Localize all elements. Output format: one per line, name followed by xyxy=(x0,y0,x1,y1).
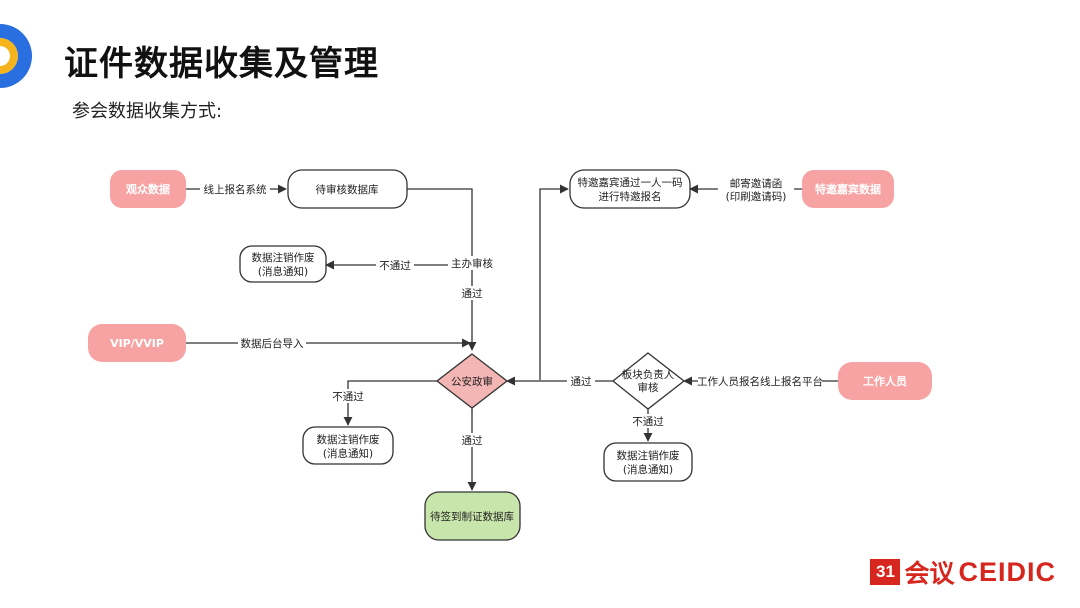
edge-label-backend-import: 数据后台导入 xyxy=(241,337,304,350)
node-audience-label: 观众数据 xyxy=(126,182,170,196)
node-security-review: 公安政审 xyxy=(435,353,509,409)
corner-logo-icon xyxy=(0,24,32,88)
edge-label-reject-1: 不通过 xyxy=(379,259,411,272)
node-void-1-label-1: 数据注销作废 xyxy=(252,251,315,264)
node-invite-label-1: 特邀嘉宾通过一人一码 xyxy=(578,176,683,189)
node-vip: VIP/VVIP xyxy=(88,324,186,362)
node-invite-registration: 特邀嘉宾通过一人一码 进行特邀报名 xyxy=(569,169,691,209)
edge-label-pass-3: 通过 xyxy=(571,375,592,388)
edge-label-reject-2: 不通过 xyxy=(332,390,364,403)
edge-invite-security xyxy=(539,184,569,380)
node-vip-label: VIP/VVIP xyxy=(110,337,164,350)
node-void-2-label-1: 数据注销作废 xyxy=(317,433,380,446)
node-staff-label: 工作人员 xyxy=(863,374,907,388)
node-pending-db-label: 待审核数据库 xyxy=(316,183,379,196)
edge-label-pass-2: 通过 xyxy=(462,434,483,447)
edge-label-staff-reg: 工作人员报名线上报名平台 xyxy=(697,375,823,388)
node-audience: 观众数据 xyxy=(110,170,186,208)
edge-label-online-reg: 线上报名系统 xyxy=(204,183,267,196)
node-staff: 工作人员 xyxy=(838,362,932,400)
node-final-db: 待签到制证数据库 xyxy=(424,491,521,541)
node-void-3-label-1: 数据注销作废 xyxy=(617,449,680,462)
node-void-1: 数据注销作废 (消息通知) xyxy=(239,245,327,283)
brand-logo: 31 会议 CEIDIC xyxy=(870,554,1056,590)
node-void-3: 数据注销作废 (消息通知) xyxy=(603,442,693,482)
page-title: 证件数据收集及管理 xyxy=(64,44,379,84)
edge-label-reject-3: 不通过 xyxy=(632,415,664,428)
edge-label-host-review: 主办审核 xyxy=(451,257,493,270)
node-vip-data: 特邀嘉宾数据 xyxy=(802,170,894,208)
node-module-review: 板块负责人 审核 xyxy=(611,352,686,410)
node-module-label-1: 板块负责人 xyxy=(622,368,675,381)
node-invite-label-2: 进行特邀报名 xyxy=(599,190,662,203)
node-void-1-label-2: (消息通知) xyxy=(258,265,308,278)
node-pending-db: 待审核数据库 xyxy=(287,169,408,209)
node-security-label: 公安政审 xyxy=(451,375,493,388)
brand-en: CEIDIC xyxy=(958,556,1056,587)
edge-label-mail-2: (印刷邀请码) xyxy=(726,190,787,203)
node-final-db-label: 待签到制证数据库 xyxy=(430,510,514,523)
node-void-2: 数据注销作废 (消息通知) xyxy=(302,426,394,465)
edge-label-pass-1: 通过 xyxy=(462,287,483,300)
edge-security-reject xyxy=(343,380,438,426)
page-subtitle: 参会数据收集方式: xyxy=(72,101,223,122)
brand-cn: 会议 xyxy=(904,559,955,588)
node-void-2-label-2: (消息通知) xyxy=(323,447,373,460)
node-module-label-2: 审核 xyxy=(638,381,659,394)
node-vip-data-label: 特邀嘉宾数据 xyxy=(815,182,881,196)
node-void-3-label-2: (消息通知) xyxy=(623,463,673,476)
brand-mark-icon: 31 xyxy=(870,559,901,585)
edge-label-mail-1: 邮寄邀请函 xyxy=(730,177,783,190)
